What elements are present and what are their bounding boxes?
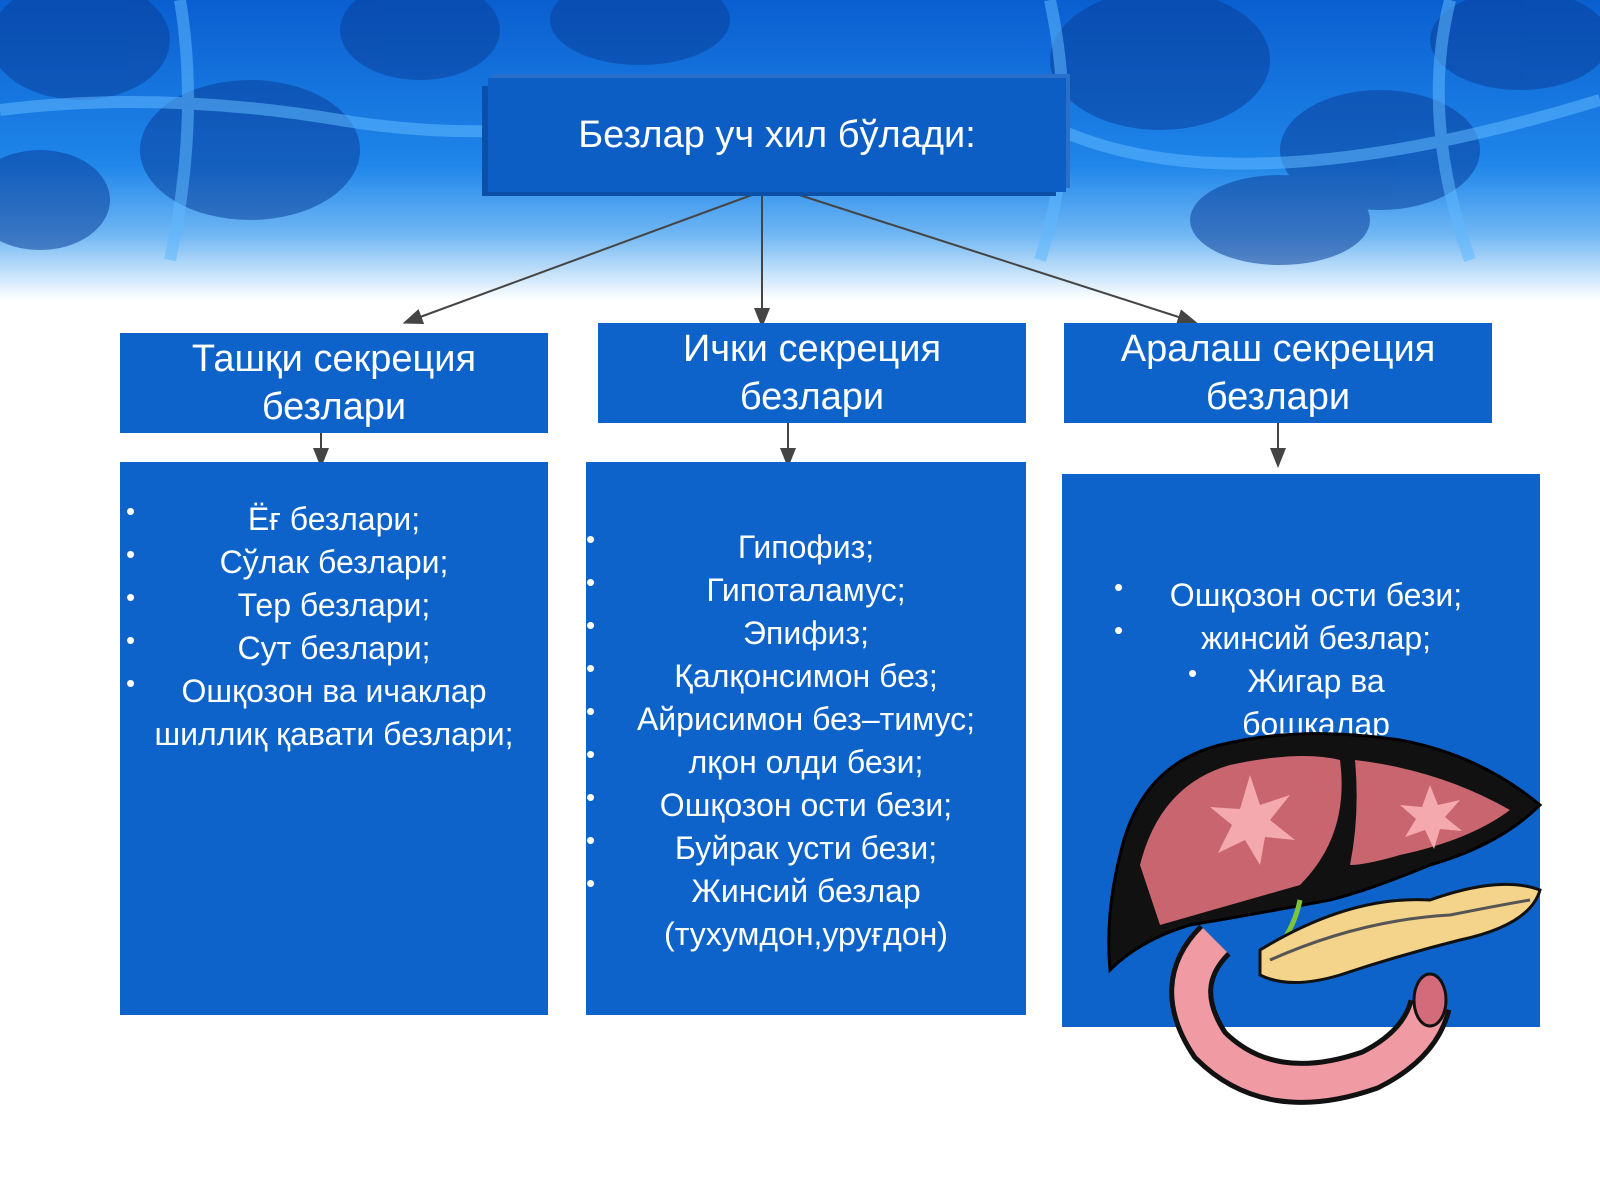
category-mixed-secretion: Аралаш секреция безлари bbox=[1064, 323, 1492, 423]
list-item: Сўлак безлари; bbox=[126, 533, 534, 584]
list-item: Гипофиз; bbox=[586, 518, 1018, 569]
category-label: Аралаш секреция безлари bbox=[1120, 328, 1436, 418]
liver-pancreas-icon bbox=[1107, 732, 1543, 1105]
list-item: Эпифиз; bbox=[586, 604, 1018, 655]
background-banner bbox=[0, 0, 1600, 300]
list-item: Жинсий безлар (тухумдон,уруғдон) bbox=[586, 862, 1018, 956]
external-glands-list: Ёғ безлари; Сўлак безлари; Тер безлари; … bbox=[120, 462, 548, 1015]
category-internal-secretion: Ички секреция безлари bbox=[598, 323, 1026, 423]
category-label: Ички секреция безлари bbox=[682, 328, 942, 418]
list-item: Ошқозон ости бези; bbox=[1114, 566, 1510, 617]
list-item: Сут безлари; bbox=[126, 619, 534, 670]
diagram-title: Безлар уч хил бўлади: bbox=[488, 78, 1066, 192]
list-item: Қалқонсимон без; bbox=[586, 647, 1018, 698]
cell-pattern bbox=[0, 0, 1600, 265]
list-item: Ошқозон ости бези; bbox=[586, 776, 1018, 827]
list-item: Буйрак усти бези; bbox=[586, 819, 1018, 870]
list-item: Айрисимон без–тимус; bbox=[586, 690, 1018, 741]
category-label: Ташқи секреция безлари bbox=[191, 338, 477, 428]
list-item: Ёғ безлари; bbox=[126, 490, 534, 541]
list-item: Ошқозон ва ичаклар шиллиқ қавати безлари… bbox=[126, 662, 534, 756]
list-item: Гипоталамус; bbox=[586, 561, 1018, 612]
list-item: лқон олди бези; bbox=[586, 733, 1018, 784]
list-item: жинсий безлар; bbox=[1114, 609, 1510, 660]
internal-glands-list: Гипофиз; Гипоталамус; Эпифиз; Қалқонсимо… bbox=[586, 462, 1026, 1015]
list-item: Тер безлари; bbox=[126, 576, 534, 627]
category-external-secretion: Ташқи секреция безлари bbox=[120, 333, 548, 433]
